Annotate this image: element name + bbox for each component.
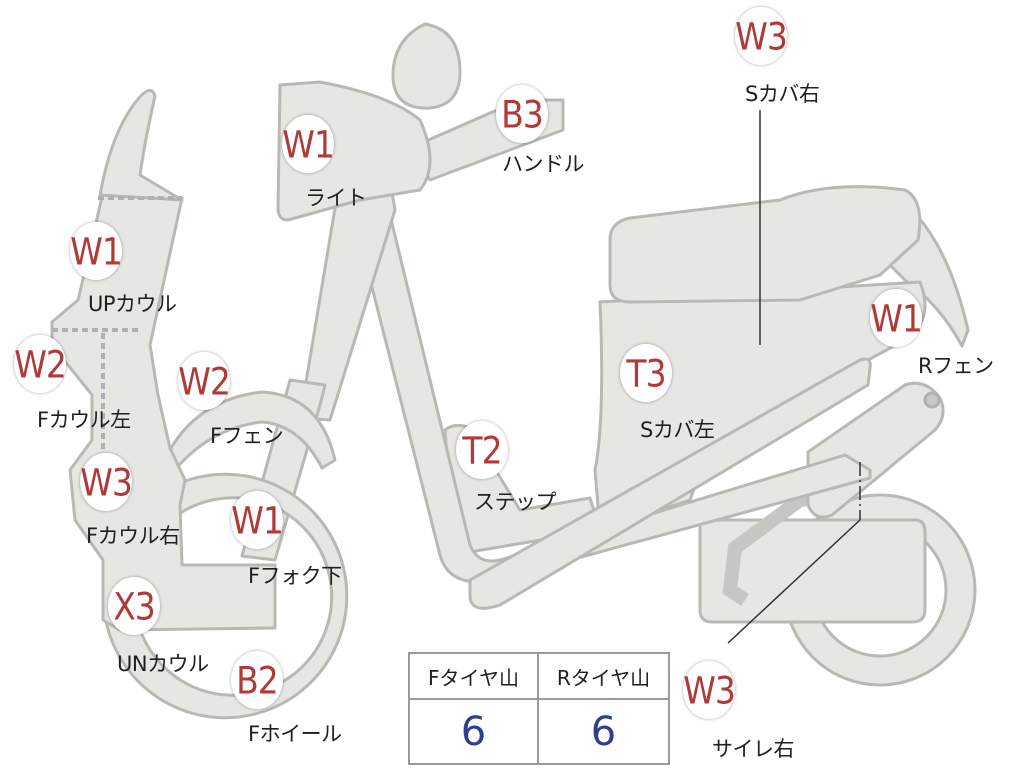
rear-tire-value: 6 xyxy=(590,708,617,755)
frame-lower xyxy=(468,357,872,610)
part-label-handle: ハンドル xyxy=(502,152,585,176)
part-label-f-fork: Fフォク下 xyxy=(248,564,342,588)
frame-main xyxy=(358,213,872,584)
part-code-f-cowl-r: W3 xyxy=(80,452,133,512)
part-code-f-wheel: B2 xyxy=(231,650,283,710)
part-label-step: ステップ xyxy=(474,490,557,514)
part-label-f-cowl-r: Fカウル右 xyxy=(86,524,180,548)
part-label-s-cover-l: Sカバ左 xyxy=(640,418,715,442)
part-label-r-fender: Rフェン xyxy=(918,354,994,378)
part-code-un-cowl: X3 xyxy=(108,576,160,636)
front-tire-value: 6 xyxy=(410,700,539,763)
part-label-f-wheel: Fホイール xyxy=(248,722,342,746)
part-label-f-fender: Fフェン xyxy=(210,424,284,448)
front-tire-header: Fタイヤ山 xyxy=(410,654,539,700)
mirror xyxy=(391,22,462,110)
front-tip xyxy=(98,88,184,202)
part-code-f-fender: W2 xyxy=(178,351,231,411)
engine-unit xyxy=(698,518,927,624)
part-code-handle: B3 xyxy=(496,84,548,144)
part-code-step: T2 xyxy=(456,420,508,480)
part-label-un-cowl: UNカウル xyxy=(117,652,209,676)
part-code-up-cowl: W1 xyxy=(70,221,123,281)
part-label-s-cover-r: Sカバ右 xyxy=(745,82,820,106)
part-label-f-cowl-l: Fカウル左 xyxy=(37,408,131,432)
leader-muffler xyxy=(727,519,861,644)
seat xyxy=(608,185,922,304)
part-code-f-fork: W1 xyxy=(231,490,284,550)
part-code-f-cowl-l: W2 xyxy=(14,334,67,394)
front-body xyxy=(50,190,277,632)
part-code-r-fender: W1 xyxy=(870,288,923,348)
part-label-muffler-r: サイレ右 xyxy=(712,737,795,761)
part-code-s-cover-l: T3 xyxy=(620,343,672,403)
rear-tire-header: Rタイヤ山 xyxy=(539,654,668,700)
part-label-up-cowl: UPカウル xyxy=(88,292,177,316)
tire-tread-table: Fタイヤ山 Rタイヤ山 6 6 xyxy=(408,652,670,765)
part-label-light: ライト xyxy=(305,186,367,210)
part-code-light: W1 xyxy=(282,114,335,174)
part-code-s-cover-r: W3 xyxy=(735,6,788,66)
part-code-muffler-r: W3 xyxy=(683,660,736,720)
